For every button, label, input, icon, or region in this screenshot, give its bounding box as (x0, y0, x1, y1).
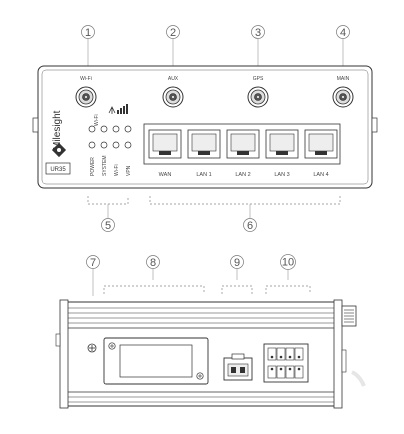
signal-strength-icon (108, 104, 128, 114)
antenna-connector-icon (247, 86, 269, 108)
antenna-stub-icon (341, 305, 357, 327)
callout-7: 7 (86, 255, 100, 296)
callout-9: 9 (221, 255, 253, 294)
callout-5-bracket: 5 (87, 196, 129, 232)
serial-terminal-icon (263, 343, 309, 383)
led-indicator-icon (88, 125, 132, 149)
watermark-swoosh (351, 370, 366, 387)
led-label-system: SYSTEM (102, 155, 108, 176)
ethernet-port-icon (265, 129, 299, 159)
port-label-wan: WAN (159, 172, 172, 178)
svg-text:6: 6 (247, 220, 253, 232)
antenna-label-wifi: Wi-Fi (80, 76, 92, 82)
svg-text:5: 5 (105, 220, 111, 232)
screw-icon (196, 372, 204, 380)
antenna-label-main: MAIN (337, 76, 350, 82)
screw-icon (87, 343, 97, 353)
port-label-lan3: LAN 3 (274, 172, 289, 178)
sim-cover-plate (103, 337, 209, 385)
callout-10: 10 (265, 254, 311, 294)
svg-text:2: 2 (170, 27, 176, 39)
svg-text:7: 7 (90, 257, 96, 269)
model-badge (45, 162, 71, 175)
brand-logo-text: Milesight (52, 110, 63, 150)
svg-text:4: 4 (340, 27, 346, 39)
port-label-lan2: LAN 2 (235, 172, 250, 178)
callout-6-bracket: 6 (149, 196, 341, 232)
svg-text:8: 8 (150, 257, 156, 269)
model-label: UR35 (50, 167, 66, 173)
antenna-label-gps: GPS (253, 76, 264, 82)
led-label-vpn: VPN (126, 165, 132, 176)
led-top-label: Wi-Fi (94, 114, 100, 126)
screw-icon (108, 342, 116, 350)
ethernet-port-icon (187, 129, 221, 159)
ethernet-port-icon (304, 129, 338, 159)
ethernet-port-icon (226, 129, 260, 159)
antenna-connector-icon (75, 86, 97, 108)
svg-text:10: 10 (282, 257, 294, 269)
antenna-connector-icon (332, 86, 354, 108)
port-label-lan1: LAN 1 (196, 172, 211, 178)
svg-text:1: 1 (85, 27, 91, 39)
port-label-lan4: LAN 4 (313, 172, 328, 178)
ethernet-port-icon (148, 129, 182, 159)
power-terminal-icon (223, 353, 253, 381)
antenna-label-aux: AUX (168, 76, 179, 82)
svg-text:9: 9 (234, 257, 240, 269)
led-label-power: POWER (90, 157, 96, 176)
led-label-wifi: Wi-Fi (114, 164, 120, 176)
antenna-connector-icon (162, 86, 184, 108)
svg-text:3: 3 (255, 27, 261, 39)
callout-8: 8 (103, 255, 205, 294)
